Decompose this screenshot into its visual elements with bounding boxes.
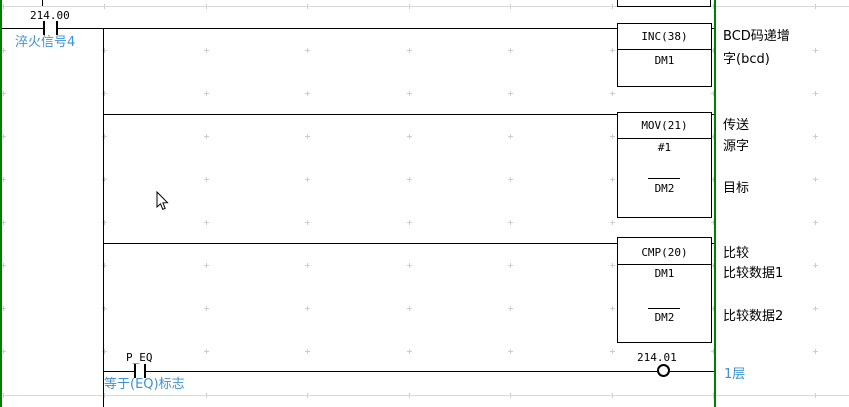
operand-comment: 目标 [723,181,750,196]
wire-h [146,371,657,372]
rung-separator-top [0,6,849,7]
block-divider [618,264,711,265]
instruction-mnemonic[interactable]: MOV(21) [641,119,688,132]
contact-bar-right [144,364,146,378]
operand-value[interactable]: #1 [657,141,672,154]
operand-value[interactable]: DM2 [654,311,675,324]
wire-h [2,28,44,29]
contact-bar-right [56,21,58,35]
left-power-rail [0,0,2,407]
mouse-cursor-icon [156,191,169,210]
operand-comment: BCD码递增 [723,29,790,44]
wire-stub [712,114,714,115]
contact-comment: 等于(EQ)标志 [104,377,185,392]
contact-bar-left [134,364,136,378]
branch-bus-wire [103,28,104,407]
right-power-rail [714,0,716,407]
contact-comment: 淬火信号4 [15,35,76,50]
contact-symbol[interactable]: P_EQ [126,351,153,364]
instruction-mnemonic[interactable]: CMP(20) [641,246,688,259]
prev-block-right-edge [710,0,711,7]
instruction-block-mov[interactable] [617,112,712,218]
prev-block-bottom-edge [617,6,711,7]
rung-separator-bottom [0,395,849,396]
contact-bar-left [43,21,45,35]
operand-value[interactable]: DM2 [654,182,675,195]
operand-comment: 字(bcd) [723,52,770,67]
wire-stub [712,243,714,244]
wire-h-mov-branch [103,114,617,115]
instruction-block-cmp[interactable] [617,237,712,343]
wire-stub [712,28,714,29]
instruction-block-inc[interactable] [617,23,712,87]
wire-h [670,371,714,372]
operand-overbar [648,308,680,309]
wire-h-cmp-branch [103,243,617,244]
block-divider [618,138,711,139]
output-coil[interactable] [657,364,670,377]
operand-value[interactable]: DM1 [654,54,675,67]
instruction-mnemonic[interactable]: INC(38) [641,30,688,43]
prev-block-left-edge [617,0,618,7]
wire-h [58,28,617,29]
operand-value[interactable]: DM1 [654,267,675,280]
operand-comment: 比较 [723,246,750,261]
operand-comment: 源字 [723,139,750,154]
block-divider [618,49,711,50]
contact-address[interactable]: 214.00 [30,9,70,22]
operand-comment: 比较数据1 [723,266,784,281]
operand-overbar [648,178,680,179]
wire-h [103,371,134,372]
coil-address[interactable]: 214.01 [637,351,677,364]
operand-comment: 传送 [723,118,750,133]
wire-v-prev-rung [42,0,43,6]
coil-comment: 1层 [724,367,746,382]
operand-comment: 比较数据2 [723,309,784,324]
